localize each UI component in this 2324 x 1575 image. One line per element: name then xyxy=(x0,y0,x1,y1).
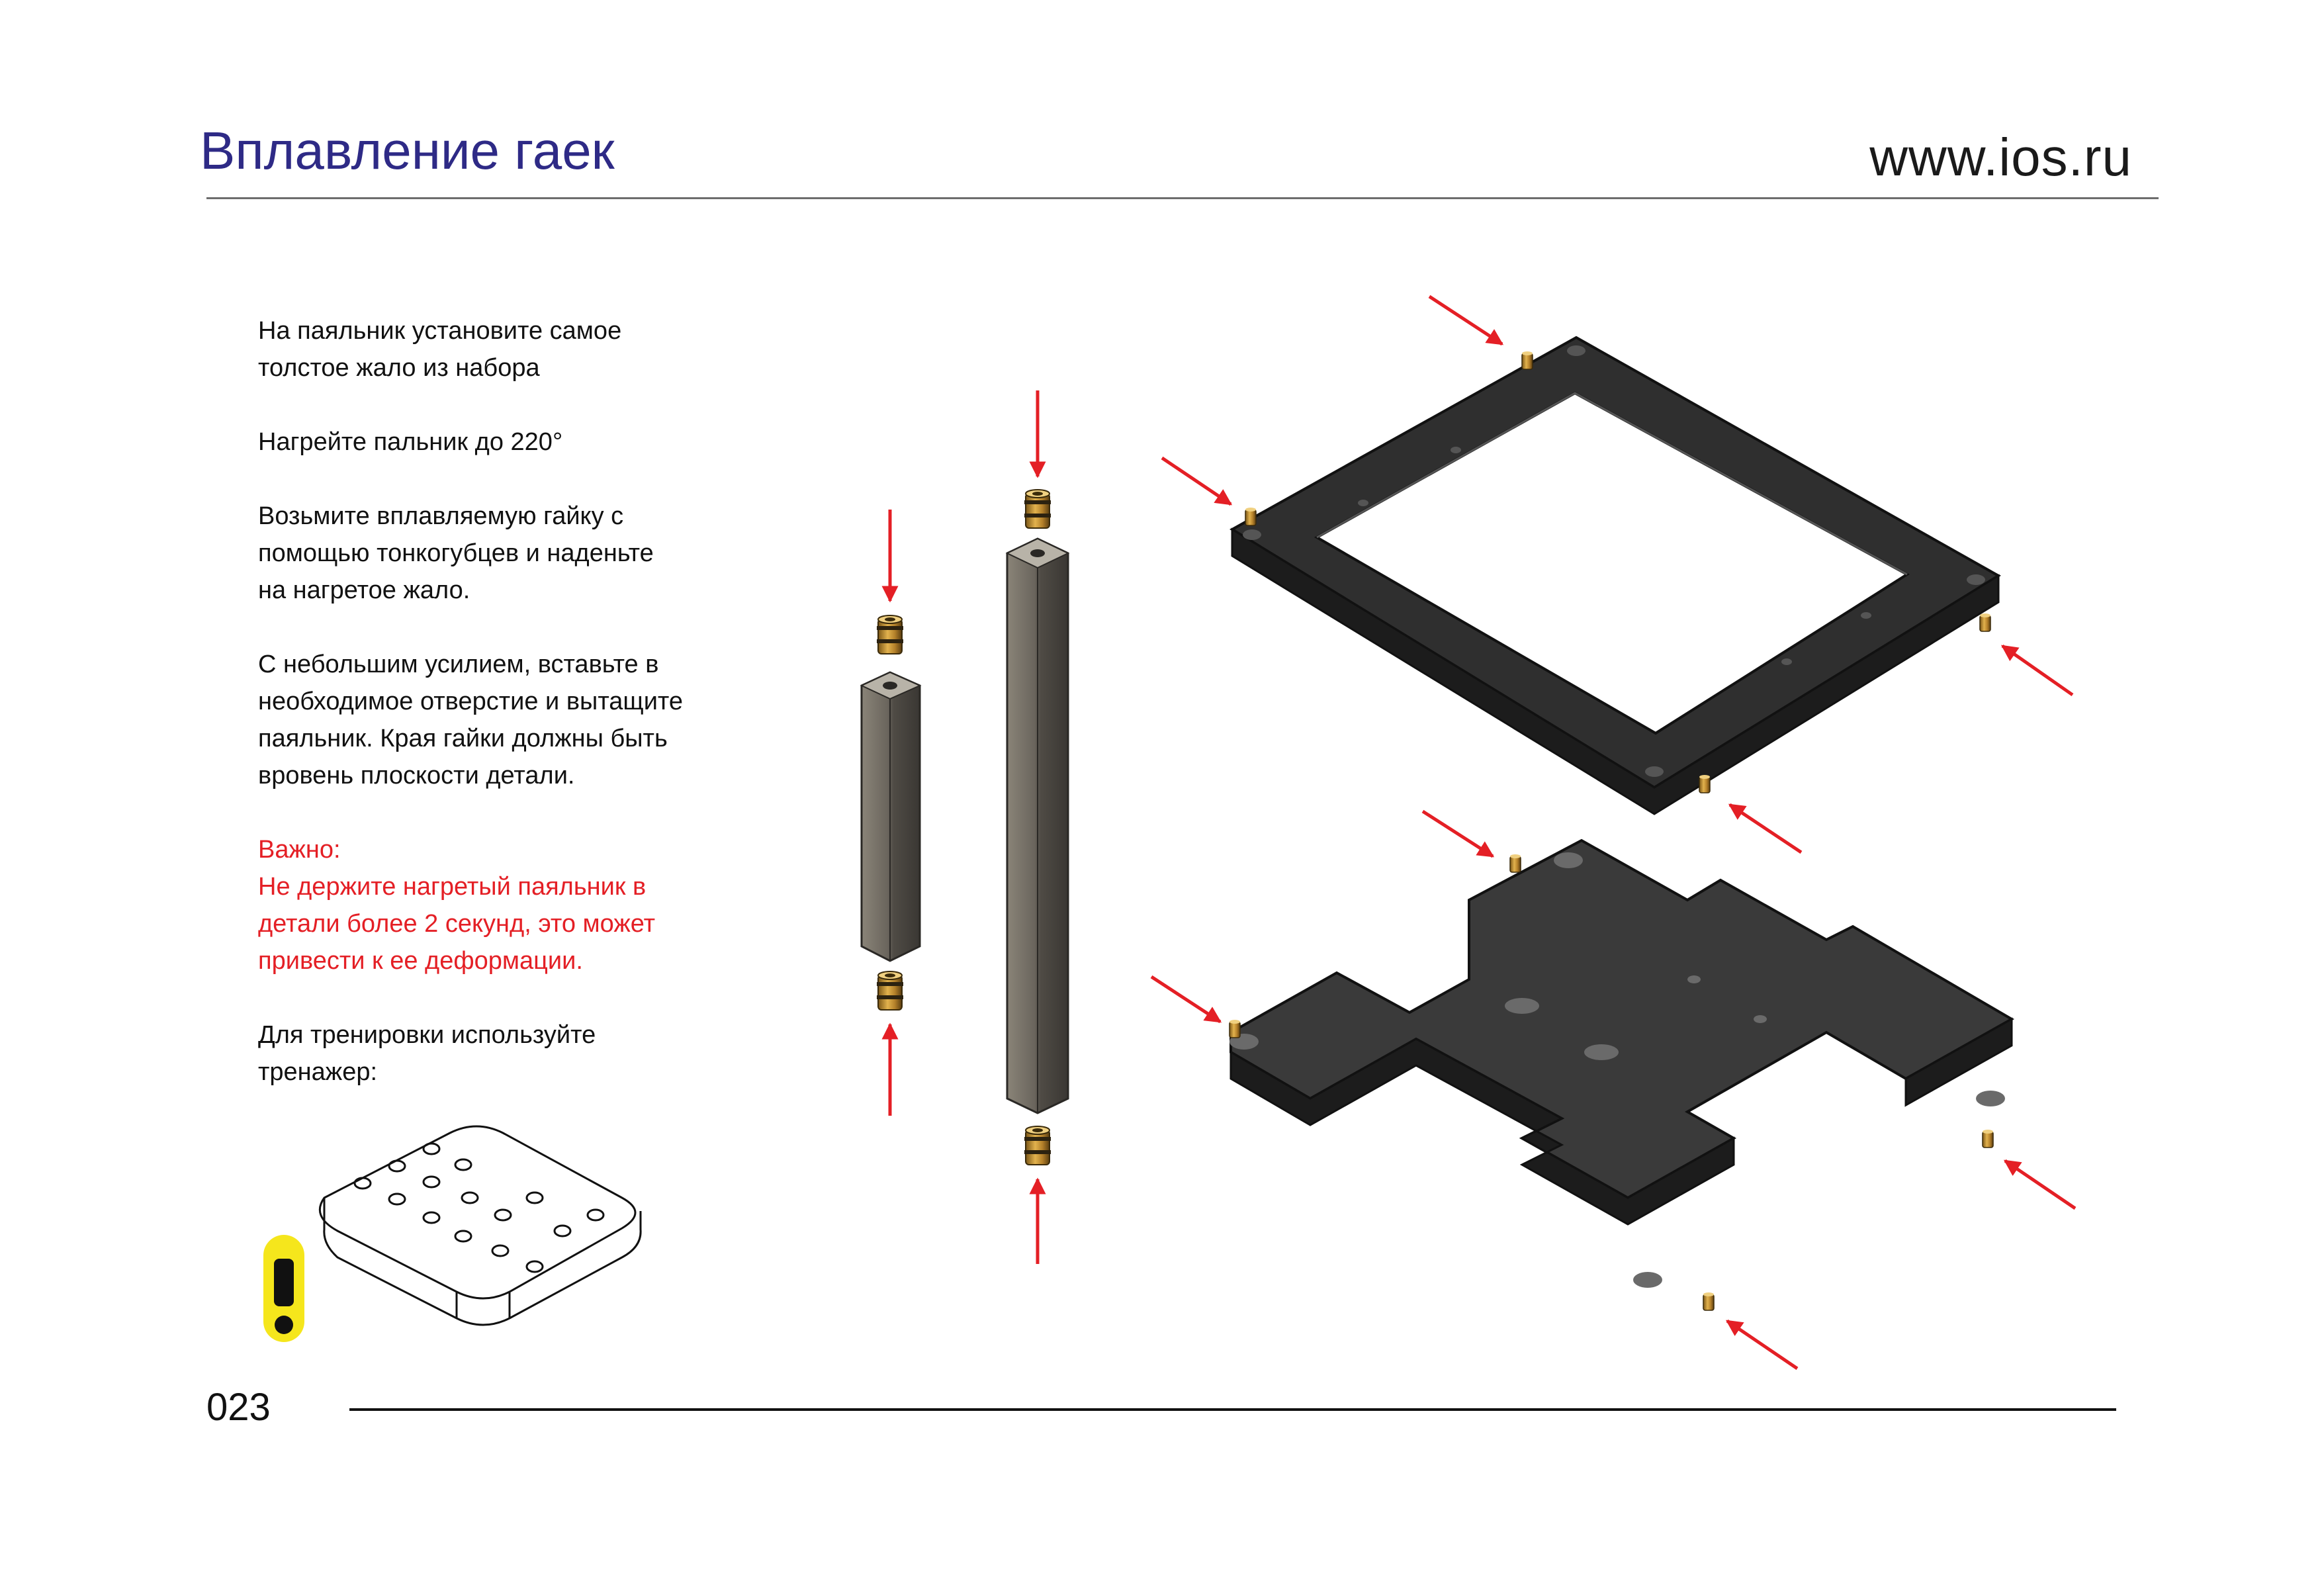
arrow-carriage-2 xyxy=(1150,975,1222,1024)
warning-label: Важно: xyxy=(258,836,341,864)
arrow-frame-1 xyxy=(1428,294,1504,346)
trainer-block-diagram xyxy=(318,1125,642,1326)
carriage-pin xyxy=(1982,1129,1994,1148)
arrow-frame-3 xyxy=(2000,644,2074,697)
arrow-frame-4 xyxy=(1728,803,1803,854)
short-rod-diagram xyxy=(860,510,922,1116)
trainer-text: Для тренировки используйте тренажер: xyxy=(258,1021,596,1086)
carriage-plate xyxy=(1229,838,2015,1200)
carriage-pin xyxy=(1229,1019,1241,1038)
carriage-plate-diagram xyxy=(1150,809,2077,1371)
warning-text: Не держите нагретый паяльник в детали бо… xyxy=(258,873,656,975)
arrow-frame-2 xyxy=(1161,456,1233,506)
instructions-text: На паяльник установите самое толстое жал… xyxy=(258,312,761,1128)
carriage-pin xyxy=(1703,1292,1715,1311)
footer-divider xyxy=(349,1408,2116,1411)
arrow-carriage-1 xyxy=(1421,809,1495,858)
frame-pin xyxy=(1521,351,1533,370)
exclamation-warning-icon xyxy=(263,1235,304,1342)
site-url: www.ios.ru xyxy=(1869,128,2132,187)
step-tip: На паяльник установите самое толстое жал… xyxy=(258,317,622,382)
arrow-carriage-4 xyxy=(1725,1319,1799,1371)
step-heat: Нагрейте пальник до 220° xyxy=(258,428,563,456)
step-insert: С небольшим усилием, вставьте в необходи… xyxy=(258,651,684,789)
header-divider xyxy=(206,197,2159,199)
frame-plate-diagram xyxy=(1161,294,2074,854)
page-number: 023 xyxy=(206,1386,271,1429)
frame-pin xyxy=(1979,613,1991,632)
frame-pin xyxy=(1245,507,1257,526)
warning-block: Важно: Не держите нагретый паяльник в де… xyxy=(258,831,761,979)
heat-insert-nut xyxy=(876,615,904,654)
long-rod-diagram xyxy=(1005,390,1070,1264)
page-title: Вплавление гаек xyxy=(200,121,615,180)
carriage-pin xyxy=(1509,854,1521,873)
heat-insert-nut xyxy=(876,971,904,1011)
step-take-nut: Возьмите вплавляемую гайку с помощью тон… xyxy=(258,502,654,604)
heat-insert-nut xyxy=(1024,489,1051,529)
arrow-carriage-3 xyxy=(2003,1159,2077,1210)
frame-pin xyxy=(1699,774,1711,793)
heat-insert-nut xyxy=(1024,1126,1051,1165)
